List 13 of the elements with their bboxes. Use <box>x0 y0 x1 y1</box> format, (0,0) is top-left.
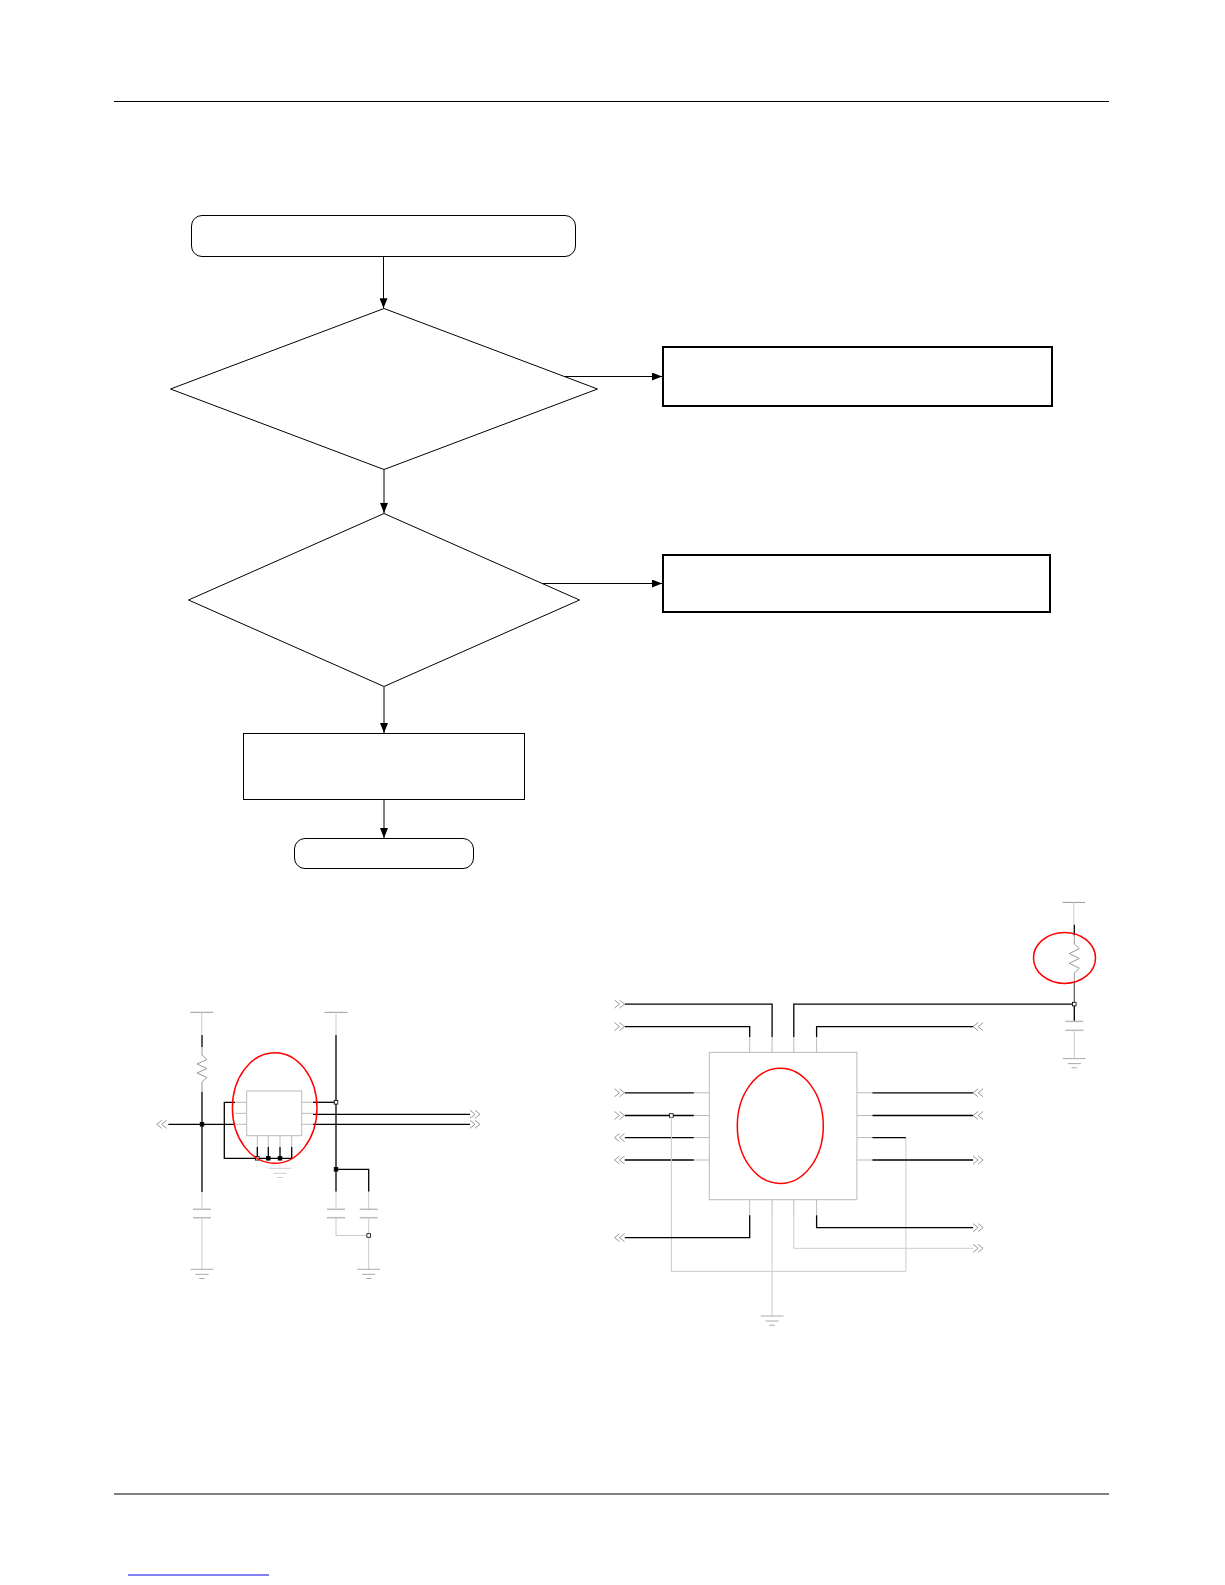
decision-diamond <box>188 513 580 687</box>
process-box <box>243 733 525 800</box>
decision-diamond <box>170 308 598 470</box>
terminal-box <box>294 838 474 869</box>
arrow <box>542 579 663 588</box>
process-box <box>662 554 1051 613</box>
arrow <box>380 686 388 734</box>
arrow <box>379 256 388 309</box>
arrow <box>380 469 388 514</box>
arrow <box>380 799 388 839</box>
terminal-box <box>191 215 576 257</box>
arrow <box>564 372 663 381</box>
process-box <box>662 346 1053 407</box>
